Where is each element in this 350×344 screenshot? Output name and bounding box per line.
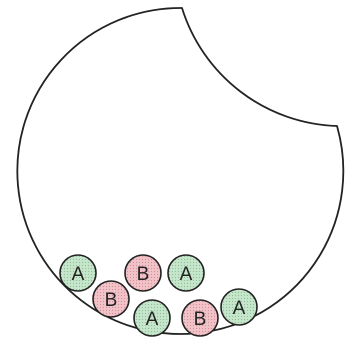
ball-a: A [134,300,170,336]
ball-a: A [60,255,96,291]
ball-label: A [233,298,246,319]
ball-a: A [168,255,204,291]
ball-label: A [180,264,193,285]
ball-b: B [182,300,218,336]
ball-b: B [125,255,161,291]
ball-b: B [93,281,129,317]
ball-label: B [194,309,207,330]
ball-label: B [137,264,150,285]
ball-label: B [105,290,118,311]
ball-label: A [146,309,159,330]
ball-a: A [221,289,257,325]
ball-label: A [72,264,85,285]
